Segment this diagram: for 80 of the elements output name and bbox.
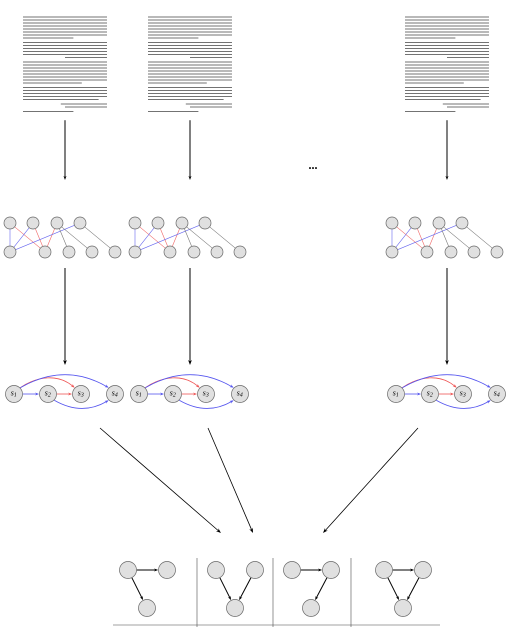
state-node: s$_{1}$ xyxy=(5,385,23,403)
state-node: s$_{4}$ xyxy=(231,385,249,403)
graph-node xyxy=(38,246,52,258)
graph-node xyxy=(119,561,137,579)
document-drawing xyxy=(23,16,107,112)
graph-node xyxy=(234,246,246,258)
graph-node xyxy=(138,599,156,617)
graph-edge xyxy=(466,226,492,248)
graph-edge xyxy=(59,228,67,246)
graph-edge xyxy=(16,225,74,250)
graph-node xyxy=(444,246,458,258)
graph-node xyxy=(386,246,398,258)
state-node: s$_{2}$ xyxy=(164,385,182,403)
graph-node xyxy=(490,246,504,258)
graph-node xyxy=(74,216,86,230)
graph-node xyxy=(468,246,480,258)
graph-node xyxy=(432,216,446,230)
ellipsis: ... xyxy=(309,167,317,169)
state-node: s$_{4}$ xyxy=(106,385,124,403)
graph-node xyxy=(283,561,301,579)
graph-edge xyxy=(138,228,154,248)
graph-edge xyxy=(398,225,456,250)
graph-edge xyxy=(172,228,180,246)
graph-edge xyxy=(84,226,110,248)
graph-edge xyxy=(186,226,212,248)
graph-edge xyxy=(14,228,30,248)
graph-node xyxy=(152,216,164,230)
graph-node xyxy=(375,561,393,579)
graph-edge xyxy=(210,226,236,248)
state-node: s$_{3}$ xyxy=(454,385,472,403)
graph-node xyxy=(198,216,212,230)
graph-edge xyxy=(134,229,136,246)
graph-node xyxy=(26,216,40,230)
graph-edge xyxy=(47,228,55,246)
graph-edge xyxy=(160,228,168,246)
graph-node xyxy=(108,246,122,258)
graph-edge xyxy=(140,225,200,250)
graph-node xyxy=(4,216,16,230)
graph-node xyxy=(86,246,98,258)
graph-node xyxy=(322,561,340,579)
graph-edge xyxy=(396,226,422,248)
state-node: s$_{1}$ xyxy=(130,385,148,403)
graph-node xyxy=(386,216,398,230)
graph-node xyxy=(420,246,434,258)
document-drawing xyxy=(405,16,489,112)
state-node: s$_{2}$ xyxy=(421,385,439,403)
state-node: s$_{1}$ xyxy=(387,385,405,403)
state-node: s$_{2}$ xyxy=(39,385,57,403)
graph-node xyxy=(302,599,320,617)
graph-node xyxy=(164,246,176,258)
graph-node xyxy=(210,246,224,258)
graph-edge xyxy=(14,226,40,248)
graph-node xyxy=(158,561,176,579)
graph-edge xyxy=(429,228,437,246)
state-node: s$_{4}$ xyxy=(488,385,506,403)
graph-node xyxy=(188,246,200,258)
graph-node xyxy=(4,246,16,258)
graph-node xyxy=(226,599,244,617)
graph-edge xyxy=(396,228,412,248)
graph-node xyxy=(62,246,76,258)
graph-edge xyxy=(140,226,166,248)
graph-edge xyxy=(184,228,192,246)
graph-edge xyxy=(417,228,425,246)
graph-node xyxy=(128,216,142,230)
graph-node xyxy=(394,599,412,617)
graph-node xyxy=(207,561,225,579)
graph-node xyxy=(50,216,64,230)
graph-node xyxy=(246,561,264,579)
graph-edge xyxy=(35,228,43,246)
graph-node xyxy=(408,216,422,230)
state-node: s$_{3}$ xyxy=(197,385,215,403)
graph-edge xyxy=(441,228,449,246)
graph-node xyxy=(176,216,188,230)
graph-edge xyxy=(444,226,470,248)
graph-node xyxy=(414,561,432,579)
graph-node xyxy=(456,216,468,230)
state-node: s$_{3}$ xyxy=(72,385,90,403)
graph-node xyxy=(128,246,142,258)
document-drawing xyxy=(148,16,232,112)
graph-edge xyxy=(62,226,88,248)
